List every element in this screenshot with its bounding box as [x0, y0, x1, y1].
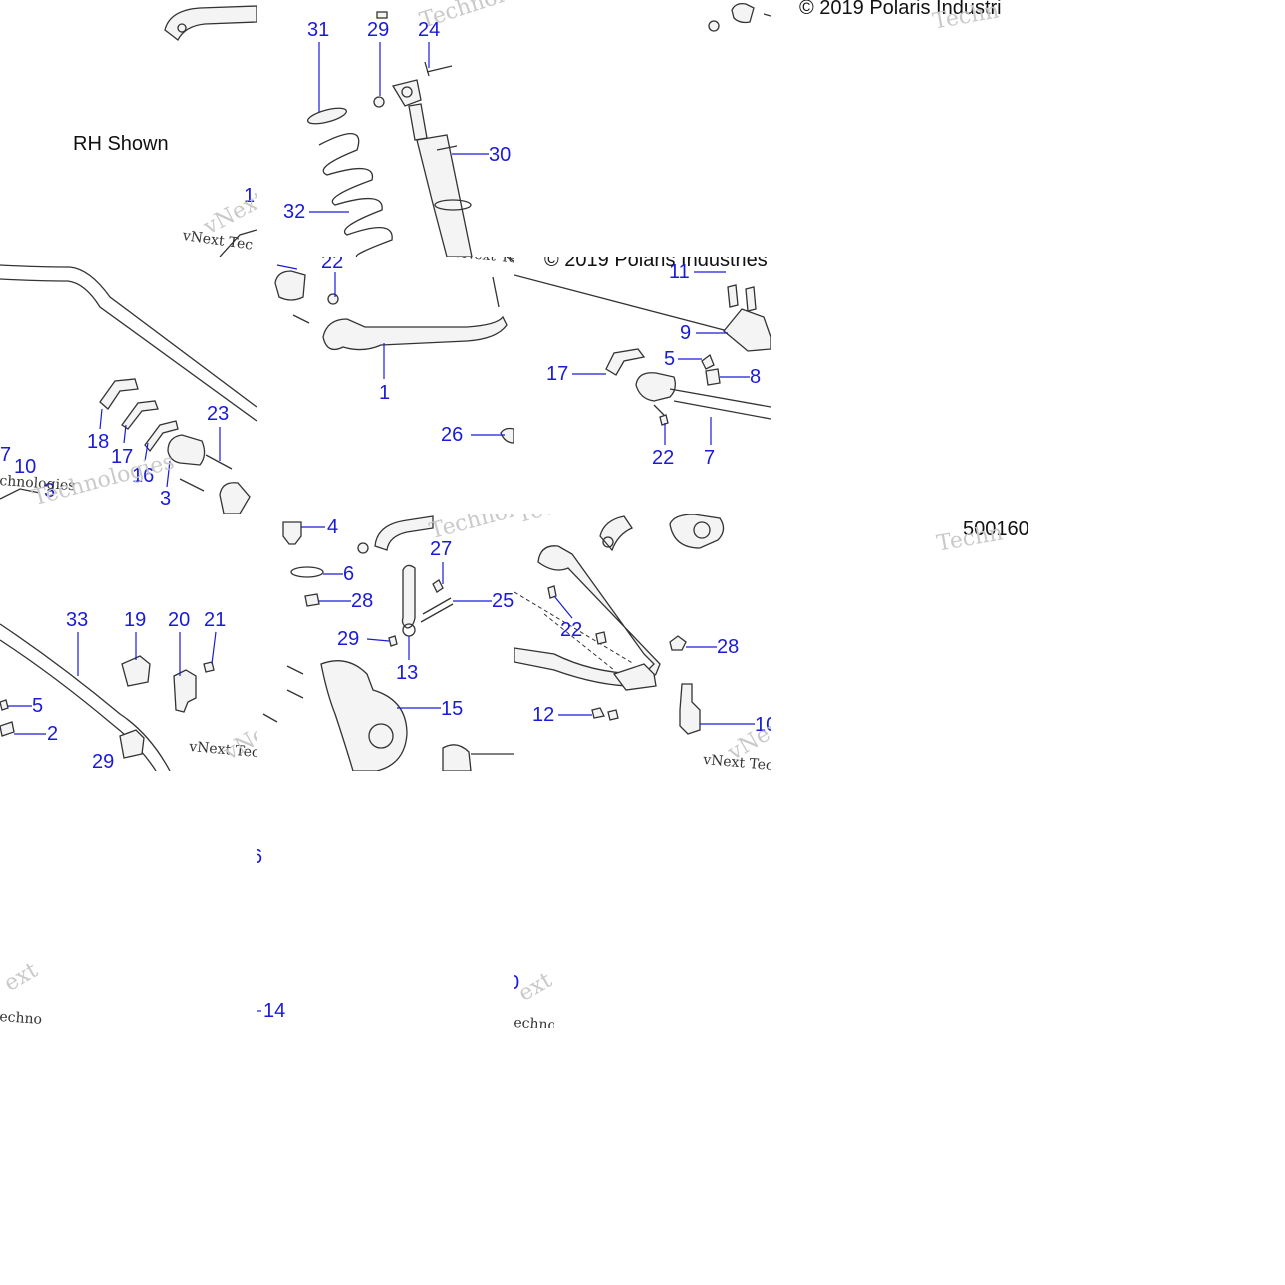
tile-fragments-bottom: ext echno — [0, 771, 257, 1028]
callout-30: 30 — [489, 144, 512, 166]
tile-blank-1 — [771, 257, 1028, 514]
stabilizer-bar-drawing — [0, 623, 215, 771]
callout-29: 29 — [367, 19, 390, 41]
callout-3: 3 — [160, 488, 172, 510]
callout-1: 1 — [379, 382, 391, 404]
callout-31: 31 — [307, 19, 330, 41]
callout-28: 28 — [351, 590, 374, 612]
watermark-ext-2: ext — [514, 967, 554, 1007]
watermark-techn-2: Techn — [935, 520, 1005, 557]
callout-17-b: 17 — [546, 363, 569, 385]
callout-6: 6 — [343, 563, 355, 585]
callout-2: 2 — [47, 723, 59, 745]
callout-19: 19 — [124, 609, 147, 631]
callout-16: 16 — [132, 465, 155, 487]
upper-arm-drawing — [274, 257, 514, 444]
watermark-ext: ext — [0, 957, 43, 997]
callout-8: 8 — [750, 366, 762, 388]
callout-15: 15 — [441, 698, 464, 720]
callout-4: 4 — [327, 516, 339, 538]
tile-rh-shown: RH Shown 1 vNext Tec vNext — [0, 0, 257, 257]
callout-33: 33 — [66, 609, 89, 631]
tile-bushing-fragment — [514, 0, 771, 257]
tile-upper-arm: 22 1 26 vNext Tec — [257, 257, 514, 514]
tile-stabilizer-bar: 33 19 20 21 5 2 29 vNext Tec vNext — [0, 514, 257, 771]
copyright-notice: © 2019 Polaris Industri — [799, 0, 1002, 19]
callout-25: 25 — [492, 590, 514, 612]
callout-22-b: 22 — [652, 447, 675, 469]
callout-29-b: 29 — [337, 628, 360, 650]
tile-diagram-code: 500160 Techn 0C — [771, 514, 1028, 771]
callout-24: 24 — [418, 19, 441, 41]
callout-11: 11 — [669, 261, 690, 283]
callout-28-b: 28 — [717, 636, 740, 658]
lower-arm-leader-lines — [553, 595, 755, 725]
callout-20: 20 — [168, 609, 191, 631]
callout-3-fragment: 3 — [44, 480, 56, 502]
watermark-echno-2: echno — [514, 1015, 554, 1028]
callout-7-fragment: 7 — [0, 444, 12, 466]
tile-fragment-ext: 0 ext echno — [514, 771, 554, 1028]
callout-1-fragment: 1 — [244, 185, 256, 207]
bushing-fragment-drawing — [708, 2, 771, 32]
callout-22: 22 — [321, 257, 344, 273]
shock-absorber-drawing — [306, 11, 473, 257]
watermark-echno: echno — [0, 1009, 43, 1028]
tile-lower-arm: 22 28 12 10 vNext Tec vNext Technologies — [514, 514, 771, 771]
callout-9: 9 — [680, 322, 692, 344]
callout-7: 7 — [704, 447, 716, 469]
callout-5: 5 — [664, 348, 676, 370]
upper-arm-leader-lines — [276, 264, 505, 436]
callout-26: 26 — [441, 424, 464, 446]
fragment-leader-lines — [257, 1010, 261, 1012]
tile-fragment-14: 6 14 — [257, 771, 317, 1028]
tile-bracket-arm: © 2019 Polaris Industries Inc. 11 9 5 8 … — [514, 257, 771, 514]
callout-10: 10 — [755, 714, 771, 736]
callout-21: 21 — [204, 609, 227, 631]
callout-22-c: 22 — [560, 619, 583, 641]
tile-copyright: © 2019 Polaris Industri Techn — [771, 0, 1028, 257]
stabilizer-clamps-drawing — [0, 264, 257, 514]
bracket-leader-lines — [572, 271, 750, 445]
bracket-arm-drawing — [514, 274, 771, 426]
lower-arm-drawing — [514, 514, 725, 735]
callout-0-fragment: 0 — [514, 973, 519, 993]
callout-23: 23 — [207, 403, 230, 425]
callout-6-fragment: 6 — [257, 847, 262, 867]
callout-32: 32 — [283, 201, 306, 223]
callout-12: 12 — [532, 704, 555, 726]
callout-27: 27 — [430, 538, 453, 560]
callout-5-b: 5 — [32, 695, 44, 717]
diagram-code: 500160 — [963, 518, 1028, 540]
shock-leader-lines — [309, 42, 489, 213]
callout-18: 18 — [87, 431, 110, 453]
knuckle-drawing — [262, 515, 514, 771]
stabilizer-leader-lines — [99, 408, 221, 488]
callout-29-c: 29 — [92, 751, 115, 771]
callout-13: 13 — [396, 662, 419, 684]
tile-stabilizer-clamps: 18 17 16 23 3 7 10 3 chnologies Technolo… — [0, 257, 257, 514]
callout-10-fragment: 10 — [14, 456, 37, 478]
stabilizer-end-drawing — [164, 5, 257, 257]
callout-14: 14 — [263, 1000, 286, 1022]
tile-shock-spring: Technologies 31 29 24 30 32 — [257, 0, 514, 257]
knuckle-leader-lines — [301, 526, 492, 709]
rh-shown-note: RH Shown — [73, 133, 169, 155]
callout-17: 17 — [111, 446, 134, 468]
tile-knuckle: 4 6 28 29 27 25 13 15 Technologies — [257, 514, 514, 771]
stabilizer-bar-leader-lines — [8, 631, 217, 735]
copyright-fragment: © 2019 Polaris Industries Inc. — [544, 257, 771, 271]
